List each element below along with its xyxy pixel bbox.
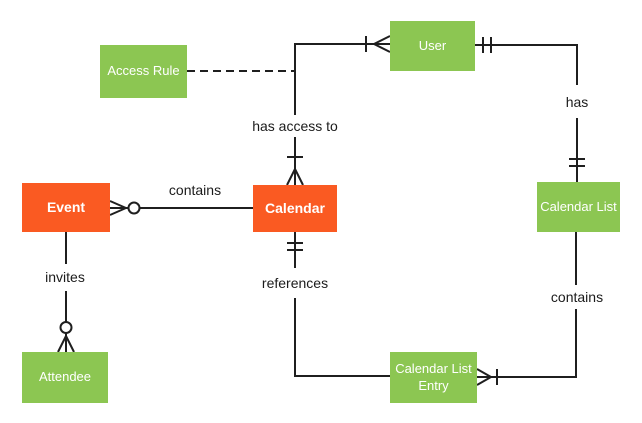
cardinality-exactly-one-icon (482, 37, 492, 53)
entity-attendee[interactable]: Attendee (22, 352, 108, 403)
cardinality-zero-ring-icon (127, 201, 141, 215)
relationship-label-contains: contains (168, 182, 222, 198)
connector-segment (294, 43, 390, 115)
relationship-label-has: has (565, 94, 589, 110)
relationship-line-event-contains-calendar (109, 200, 253, 216)
crow-foot-many-icon (373, 35, 391, 53)
cardinality-exactly-one-icon (569, 158, 585, 167)
relationship-label-references: references (261, 275, 329, 291)
entity-calendar-list-entry[interactable]: Calendar List Entry (390, 352, 477, 403)
entity-calendar-list[interactable]: Calendar List (537, 182, 620, 232)
relationship-label-has-access-to: has access to (252, 118, 338, 134)
relationship-line-event-invites-attendee (57, 232, 75, 353)
cardinality-exactly-one-icon (287, 242, 303, 251)
relationship-label-invites: invites (45, 269, 85, 285)
connector-segment (491, 309, 577, 378)
relationship-line-list-contains-entry (476, 232, 577, 386)
connector-segment (294, 298, 390, 377)
connector-segment (475, 44, 578, 85)
relationship-line-calendar-references-entry (287, 232, 390, 377)
crow-foot-many-icon (57, 335, 75, 353)
crow-foot-many-icon (286, 168, 304, 186)
cardinality-zero-ring-icon (59, 321, 73, 334)
entity-calendar[interactable]: Calendar (253, 185, 337, 232)
crow-foot-many-icon (476, 368, 492, 386)
relationship-line-user-has-calendar-list (475, 37, 585, 182)
relationship-label-contains-2: contains (550, 289, 604, 305)
crow-foot-many-icon (109, 200, 127, 216)
entity-event[interactable]: Event (22, 183, 110, 232)
relationship-line-has-access-to (286, 35, 391, 186)
entity-user[interactable]: User (390, 21, 475, 71)
entity-access-rule[interactable]: Access Rule (100, 45, 187, 98)
